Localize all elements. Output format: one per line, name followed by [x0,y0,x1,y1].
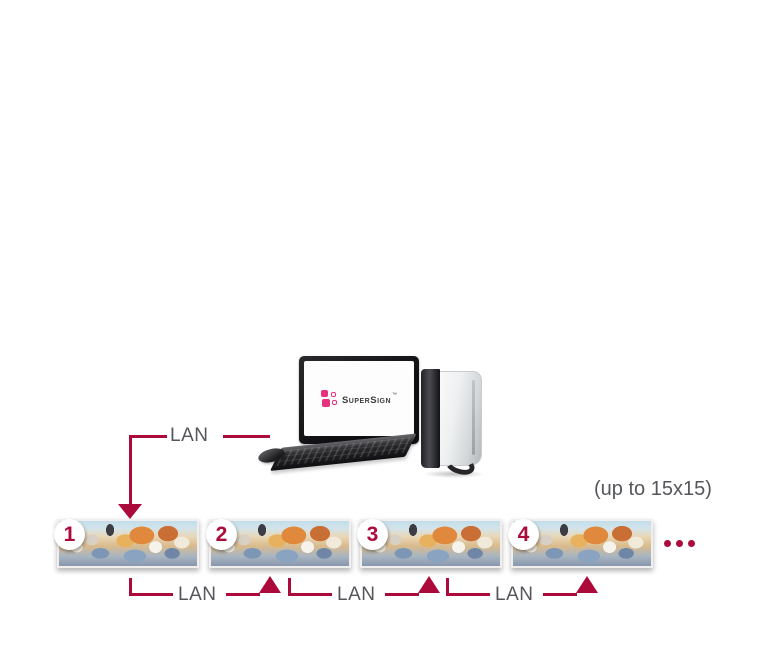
lan-connector-3-4: LAN [446,575,602,609]
arrow-up-icon [259,576,281,593]
lan-connector-1-2: LAN [129,575,285,609]
lan-label: LAN [495,584,534,605]
connector-line-right [543,593,577,596]
desktop-tower [421,369,485,479]
lan-label: LAN [178,584,217,605]
arrow-down-icon [118,504,142,519]
supersign-logo-icon [320,389,338,408]
supersign-logo: SuperSign™ [320,389,397,408]
connector-line-left [288,593,332,596]
tower-side-panel [436,371,482,466]
ellipsis-dots [664,540,698,548]
ellipsis-dot [664,540,671,547]
display-number-badge: 4 [508,519,539,550]
display-number-badge: 1 [54,519,85,550]
ellipsis-dot [676,540,683,547]
display-number-badge: 2 [206,519,237,550]
supersign-logo-wordmark: SuperSign™ [342,390,397,408]
capacity-note: (up to 15x15) [594,478,712,500]
top-lan-line-right [223,435,270,438]
top-lan-line-left [131,435,167,438]
monitor: SuperSign™ [299,356,419,444]
logo-square-filled-1 [320,390,328,397]
lan-connector-2-3: LAN [288,575,444,609]
display-number-badge: 3 [357,519,388,550]
top-lan-line-vertical [129,435,132,506]
logo-square-filled-2 [321,399,330,407]
display-panel-3: 3 [357,519,502,568]
connector-line-vertical [446,578,449,596]
connector-line-vertical [288,578,291,596]
display-panel-1: 1 [54,519,199,568]
tower-shadow [423,470,485,478]
connector-line-right [385,593,419,596]
connector-line-right [226,593,260,596]
display-panel-2: 2 [206,519,351,568]
connector-line-left [446,593,490,596]
lan-label: LAN [337,584,376,605]
ellipsis-dot [688,540,695,547]
supersign-logo-text: SuperSign [341,394,392,406]
monitor-screen: SuperSign™ [304,361,414,436]
trademark-symbol: ™ [392,392,398,399]
connector-line-left [129,593,173,596]
display-panel-4: 4 [508,519,653,568]
logo-square-outline-2 [331,400,337,405]
logo-square-outline-1 [330,392,336,397]
arrow-up-icon [576,576,598,593]
top-lan-label: LAN [170,425,209,446]
connector-line-vertical [129,578,132,596]
arrow-up-icon [418,576,440,593]
tower-front-panel [421,369,440,468]
